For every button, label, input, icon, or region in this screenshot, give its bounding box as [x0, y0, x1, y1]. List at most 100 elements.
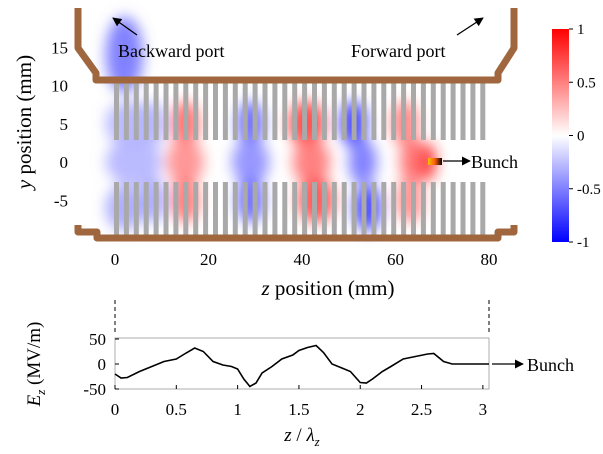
ez-plot-frame — [114, 337, 490, 390]
vane-top — [163, 80, 169, 140]
field-lobe — [231, 139, 270, 185]
vane-bottom — [262, 182, 268, 238]
vane-top — [321, 80, 327, 140]
x-tick-label-top: 40 — [294, 250, 311, 269]
xlabel-sub: z — [314, 434, 320, 449]
y-tick-label-bottom: 0 — [98, 355, 107, 374]
bunch-label-bottom: Bunch — [527, 355, 574, 375]
vane-top — [242, 80, 248, 140]
vane-top — [213, 80, 218, 140]
field-lobe — [348, 139, 377, 185]
colorbar-tick-label: -0.5 — [577, 182, 601, 198]
vane-bottom — [331, 182, 337, 238]
vane-top — [222, 80, 228, 140]
vane-top — [361, 80, 367, 140]
vane-top — [292, 80, 298, 140]
x-axis-label-bottom: z / λz — [283, 425, 319, 449]
vane-top — [114, 80, 119, 140]
vane-bottom — [153, 182, 159, 238]
xlabel-slash: / — [292, 425, 307, 446]
field-lobe — [395, 177, 424, 224]
vane-bottom — [203, 182, 209, 238]
y-tick-label-top: 10 — [51, 77, 68, 96]
vane-bottom — [420, 182, 426, 238]
x-axis-label-rest: position (mm) — [270, 276, 395, 300]
vane-bottom — [381, 182, 387, 238]
vane-top — [331, 80, 337, 140]
xlabel-z: z — [283, 425, 292, 446]
x-tick-label-top: 0 — [111, 250, 120, 269]
vane-top — [450, 80, 456, 140]
y-tick-label-top: 15 — [51, 38, 68, 57]
colorbar-tick-label: 0 — [577, 129, 585, 145]
vane-top — [401, 80, 407, 140]
y-axis-label-bottom: Ez (MV/m) — [24, 322, 48, 408]
field-lobe — [353, 184, 382, 231]
xlabel-lambda: λ — [305, 425, 314, 446]
waveguide-walls — [74, 8, 518, 242]
colorbar-gradient — [552, 29, 569, 242]
vane-top — [460, 80, 466, 140]
vane-top — [262, 80, 268, 140]
colorbar-tick-label: -1 — [577, 235, 590, 251]
vane-top — [193, 80, 199, 140]
vane-top — [173, 80, 179, 140]
y-tick-label-top: 5 — [60, 115, 69, 134]
colorbar: 10.50-0.5-1 — [552, 22, 601, 251]
vane-bottom — [213, 182, 218, 238]
x-axis-label-var: z — [260, 276, 269, 300]
vane-top — [312, 80, 317, 140]
vane-bottom — [272, 182, 278, 238]
vane-top — [143, 80, 149, 140]
field-lobe — [400, 139, 429, 185]
vane-bottom — [312, 182, 317, 238]
backward-port-arrow — [112, 17, 138, 36]
vane-bottom — [292, 182, 298, 238]
vane-bottom — [143, 182, 149, 238]
vane-top — [391, 80, 397, 140]
vane-bottom — [183, 182, 189, 238]
forward-port-label: Forward port — [351, 41, 445, 61]
field-lobe — [138, 177, 167, 224]
vane-bottom — [193, 182, 199, 238]
waveguide-wall-bottom — [74, 225, 518, 242]
bunch-marker — [428, 158, 442, 165]
x-tick-label-bottom: 1.5 — [288, 400, 309, 419]
vane-bottom — [242, 182, 248, 238]
vane-bottom — [133, 182, 139, 238]
vane-top — [381, 80, 387, 140]
vane-bottom — [321, 182, 327, 238]
vane-bottom — [361, 182, 367, 238]
ez-label-sub: z — [33, 390, 48, 396]
x-tick-label-bottom: 0 — [111, 400, 120, 419]
vane-bottom — [440, 182, 446, 238]
field-lobe — [236, 177, 265, 224]
vane-top — [371, 80, 377, 140]
vane-top — [470, 80, 476, 140]
ez-label-main: E — [24, 394, 45, 407]
x-tick-label-top: 20 — [200, 250, 217, 269]
vane-top — [252, 80, 258, 140]
vane-bottom — [480, 182, 486, 238]
y-tick-label-top: -5 — [54, 191, 68, 210]
vane-top — [351, 80, 357, 140]
y-axis-ticks-bottom: 500-50 — [83, 330, 119, 399]
vane-top — [203, 80, 209, 140]
vane-bottom — [460, 182, 466, 238]
x-tick-label-bottom: 0.5 — [166, 400, 187, 419]
vane-bottom — [450, 182, 456, 238]
x-tick-label-bottom: 1 — [233, 400, 242, 419]
vane-bottom — [341, 182, 347, 238]
backward-port-label: Backward port — [118, 41, 224, 61]
vane-bottom — [252, 182, 258, 238]
colorbar-tick-label: 1 — [577, 22, 585, 38]
vane-top — [420, 80, 426, 140]
field-lobe — [105, 139, 162, 185]
vane-bottom — [222, 182, 228, 238]
y-tick-label-bottom: -50 — [83, 380, 106, 399]
